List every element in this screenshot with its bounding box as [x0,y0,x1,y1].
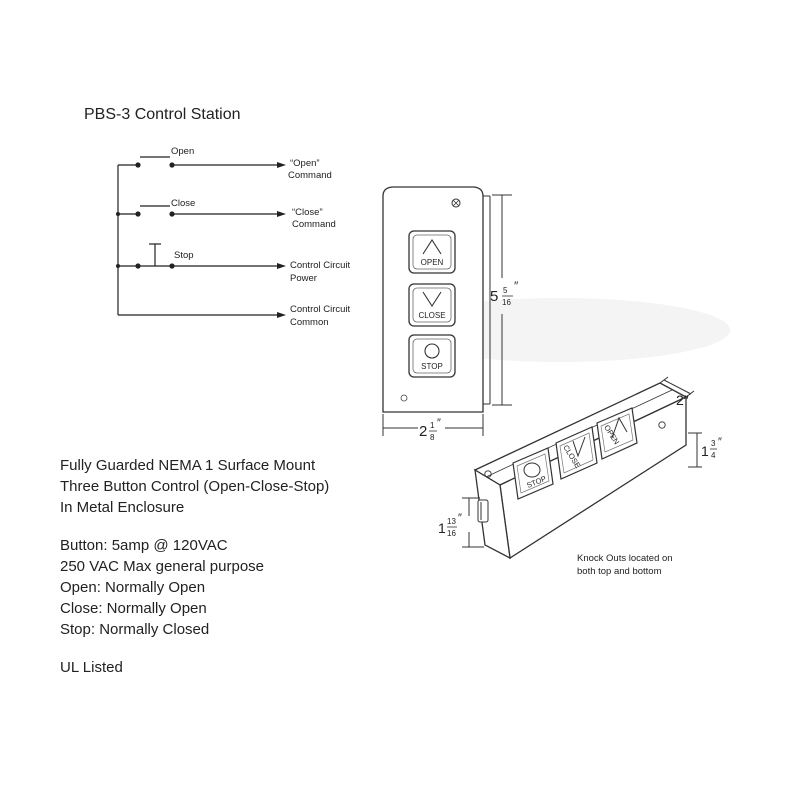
iso-height-unit: ″ [718,436,722,448]
front-close-label: CLOSE [418,311,445,320]
iso-close-button: CLOSE [555,426,598,480]
front-width-dimension [382,414,484,436]
arrow-icon [277,211,286,217]
front-height-unit: ″ [514,279,519,293]
front-open-label: OPEN [421,258,444,267]
description-line: Fully Guarded NEMA 1 Surface Mount [60,457,316,474]
iso-height-num: 3 [711,439,716,448]
spec-text-block: Fully Guarded NEMA 1 Surface Mount Three… [60,455,380,678]
arrow-icon [277,263,286,269]
front-height-dimension [492,194,512,406]
chevron-up-icon [611,416,628,439]
front-width-num: 1 [430,421,435,430]
iso-height-whole: 1 [701,443,709,459]
knockout-dimension [462,497,484,548]
front-stop-button: STOP [408,334,456,378]
front-stop-label: STOP [421,362,443,371]
output-label-open-line1: “Open” [290,158,320,169]
stop-switch-symbol [118,243,280,267]
knockout-unit: ″ [458,512,462,524]
iso-stop-button: STOP [512,447,554,500]
knockout-whole: 1 [438,520,446,536]
arrow-icon [277,312,286,318]
iso-open-button: OPEN [596,407,638,460]
iso-height-dimension [688,432,702,468]
output-label-common-line2: Common [290,317,329,328]
spec-line: 250 VAC Max general purpose [60,558,265,575]
knockout-num: 13 [447,517,456,526]
circle-icon [424,343,440,359]
front-close-button: CLOSE [408,283,456,327]
iso-depth-label: 2″ [676,392,689,408]
output-label-power-line1: Control Circuit [290,260,351,271]
front-width-unit: ″ [437,417,441,429]
switch-label-close: Close [171,198,195,209]
front-width-den: 8 [430,433,435,442]
output-label-close-line2: Command [292,219,336,230]
front-height-den: 16 [502,298,511,307]
chevron-down-icon [422,291,442,308]
diagram-title: PBS-3 Control Station [84,106,241,123]
switch-label-stop: Stop [174,250,194,261]
open-switch-symbol [118,156,280,166]
spec-line: Button: 5amp @ 120VAC [60,537,228,554]
knockout-note-line2: both top and bottom [577,566,662,577]
listing-line: UL Listed [60,659,123,676]
spec-line: Stop: Normally Closed [60,621,210,638]
output-label-open-line2: Command [288,170,332,181]
iso-height-den: 4 [711,451,716,460]
knockout-den: 16 [447,529,456,538]
front-open-button: OPEN [408,230,456,274]
description-line: In Metal Enclosure [60,499,185,516]
switch-label-open: Open [171,146,194,157]
arrow-icon [277,162,286,168]
spec-line: Close: Normally Open [60,600,207,617]
chevron-down-icon [572,436,586,458]
circle-icon [523,462,541,478]
output-label-common-line1: Control Circuit [290,304,351,315]
output-label-power-line2: Power [290,273,317,284]
knockout-note-line1: Knock Outs located on [577,553,673,564]
close-switch-symbol [118,205,280,215]
description-line: Three Button Control (Open-Close-Stop) [60,478,330,495]
front-height-whole: 5 [490,288,498,305]
spec-line: Open: Normally Open [60,579,206,596]
front-width-whole: 2 [419,423,427,440]
chevron-up-icon [422,238,442,255]
output-label-close-line1: “Close” [292,207,323,218]
iso-depth-dimension [659,376,695,398]
front-height-num: 5 [503,286,508,295]
